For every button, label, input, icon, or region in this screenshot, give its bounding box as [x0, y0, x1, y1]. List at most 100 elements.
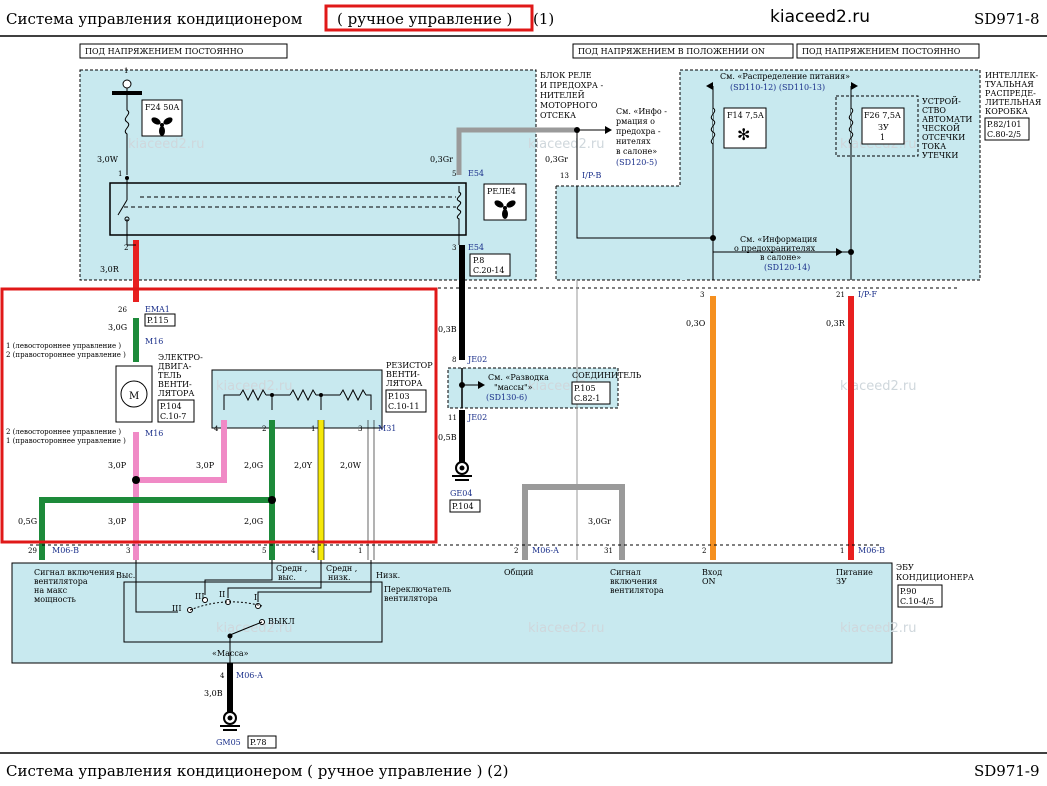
- svg-text:1: 1: [124, 67, 128, 75]
- conn-ipb: I/P-B: [582, 171, 602, 180]
- svg-text:ЧЕСКОЙ: ЧЕСКОЙ: [922, 124, 960, 133]
- motor-lhd-1: 1 (левостороннее управление ): [6, 342, 121, 350]
- ecu-input-on-2: ON: [702, 577, 716, 586]
- ecu-common-label: Общий: [504, 568, 533, 577]
- ecu-fan-on: Сигнал включения вентилятора: [610, 568, 664, 595]
- fuse-f26-icon: [848, 107, 854, 145]
- switch-pos-2: II: [219, 590, 225, 599]
- wire-label-03gr-smart: 0,3Gr: [545, 155, 568, 164]
- svg-text:предохра -: предохра -: [616, 127, 661, 136]
- ecu-title-2: КОНДИЦИОНЕРА: [896, 573, 974, 582]
- watermark-2: kiaceed2.ru: [528, 137, 605, 152]
- svg-text:Сигнал включения: Сигнал включения: [34, 568, 115, 577]
- ground-ge04-icon: [452, 461, 472, 481]
- resistor-icon-1: [239, 388, 267, 402]
- pin-1: 1: [118, 170, 122, 178]
- ecu-ground-label: «Масса»: [212, 649, 249, 658]
- wire-label-05b: 0,5B: [438, 433, 457, 442]
- svg-text:УТЕЧКИ: УТЕЧКИ: [922, 151, 958, 160]
- wire-gray-relay-control: [456, 127, 577, 175]
- conn-m16-top: M16: [145, 337, 163, 346]
- ecu-mid-high-2: выс.: [278, 573, 296, 582]
- ground-gm05-ref-box: [247, 735, 277, 749]
- zu-label: ЗУ: [878, 123, 889, 132]
- fan-icon: [151, 117, 173, 136]
- svg-text:РЕЗИСТОР: РЕЗИСТОР: [386, 361, 433, 370]
- svg-text:ВЕНТИ-: ВЕНТИ-: [158, 380, 192, 389]
- fuse-f24-icon: [124, 93, 130, 175]
- wire-label-03o: 0,3O: [686, 319, 706, 328]
- ecu-chapter-ref: C.10-4/5: [900, 597, 934, 606]
- watermark-6: kiaceed2.ru: [840, 379, 917, 394]
- ecu-power-zu-2: ЗУ: [836, 577, 847, 586]
- motor-page-ref: P.115: [147, 316, 169, 325]
- watermark-1: kiaceed2.ru: [128, 137, 205, 152]
- power-label-always-right: [796, 43, 980, 59]
- svg-text:Сигнал: Сигнал: [610, 568, 641, 577]
- watermark-9: kiaceed2.ru: [840, 621, 917, 636]
- ecu-pin-4-gnd: 4: [220, 672, 225, 680]
- header-page-code: SD971-8: [974, 10, 1040, 28]
- conn-ema1: EMA1: [145, 305, 170, 314]
- svg-text:о предохранителях: о предохранителях: [734, 244, 816, 253]
- ground-gm05-icon: [220, 711, 240, 731]
- svg-text:ТУАЛЬНАЯ: ТУАЛЬНАЯ: [985, 80, 1034, 89]
- svg-text:на макс: на макс: [34, 586, 68, 595]
- ecu-mid-low-1: Средн ,: [326, 564, 357, 573]
- arrow-right-icon: [851, 82, 858, 90]
- svg-text:ЭЛЕКТРО-: ЭЛЕКТРО-: [158, 353, 203, 362]
- wire-label-30p-res: 3,0P: [196, 461, 215, 470]
- watermark-7: kiaceed2.ru: [216, 621, 293, 636]
- smart-box-ref: [984, 117, 1030, 141]
- fuse-f14-label: F14 7,5A: [727, 111, 764, 120]
- leak-device-title: УСТРОЙ- СТВО АВТОМАТИ ЧЕСКОЙ ОТСЕЧКИ ТОК…: [922, 97, 972, 160]
- motor-symbol: M: [129, 391, 139, 402]
- svg-text:(SD120-14): (SD120-14): [764, 263, 810, 272]
- switch-box: [123, 581, 383, 643]
- motor-title: ЭЛЕКТРО- ДВИГА- ТЕЛЬ ВЕНТИ- ЛЯТОРА: [158, 353, 203, 398]
- ground-gm05-ref: P.78: [250, 738, 266, 747]
- resistor-page-ref: P.103: [388, 392, 410, 401]
- ecu-title-1: ЭБУ: [896, 563, 914, 572]
- motor-lhd-2: 2 (левостороннее управление ): [6, 428, 121, 436]
- wire-label-30p-motor: 3,0P: [108, 461, 127, 470]
- ground-ge04-ref: P.104: [452, 502, 474, 511]
- engine-relay-box-title: БЛОК РЕЛЕ И ПРЕДОХРА - НИТЕЛЕЙ МОТОРНОГО…: [540, 71, 603, 120]
- fan-icon-relay: [494, 200, 516, 219]
- wire-label-05g: 0,5G: [18, 517, 37, 526]
- switch-arc-icon: [189, 601, 263, 611]
- relay-chapter-ref: C.20-14: [473, 266, 504, 275]
- conn-e54-bottom: E54: [468, 243, 484, 252]
- motor-chapter-ref: C.10-7: [160, 412, 186, 421]
- resistor-icon-2: [289, 388, 317, 402]
- ecu-mid-high-1: Средн ,: [276, 564, 307, 573]
- conn-ipf: I/P-F: [858, 290, 878, 299]
- wire-label-20w: 2,0W: [340, 461, 362, 470]
- joint-page-ref: P.105: [574, 384, 596, 393]
- svg-text:ДВИГА-: ДВИГА-: [158, 362, 192, 371]
- pin-3-smart: 3: [700, 291, 704, 299]
- resistor-title: РЕЗИСТОР ВЕНТИ- ЛЯТОРА: [386, 361, 433, 388]
- wire-label-30w: 3,0W: [97, 155, 119, 164]
- svg-text:См. «Инфо -: См. «Инфо -: [616, 107, 667, 116]
- svg-text:в салоне»: в салоне»: [760, 253, 801, 262]
- wire-label-30p-low: 3,0P: [108, 517, 127, 526]
- arrow-icon: [605, 126, 612, 134]
- pin-3: 3: [452, 244, 456, 252]
- ecu-pin-5: 5: [262, 547, 266, 555]
- svg-text:ОТСЕЧКИ: ОТСЕЧКИ: [922, 133, 965, 142]
- conn-m06a-bottom: M06-A: [236, 671, 263, 680]
- pin-8: 8: [452, 356, 456, 364]
- wire-label-03b: 0,3B: [438, 325, 457, 334]
- power-label-on: [572, 43, 794, 59]
- watermark-4: kiaceed2.ru: [216, 379, 293, 394]
- svg-text:рмация о: рмация о: [616, 117, 655, 126]
- svg-text:И ПРЕДОХРА -: И ПРЕДОХРА -: [540, 81, 603, 90]
- pin-21: 21: [836, 291, 845, 299]
- resistor-pin-4: 4: [214, 425, 219, 433]
- svg-text:См. «Информация: См. «Информация: [740, 235, 817, 244]
- ecu-pin-3: 3: [126, 547, 130, 555]
- fuse-f14-box: [723, 107, 767, 149]
- motor-ref-box: [144, 313, 176, 327]
